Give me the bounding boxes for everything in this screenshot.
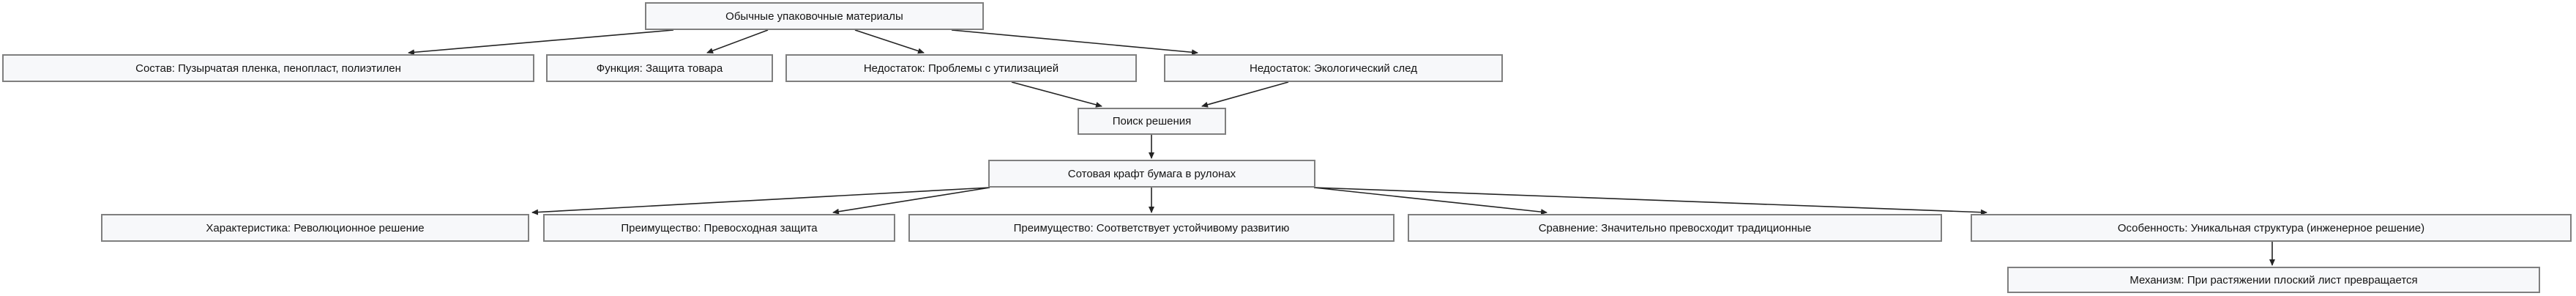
node-osobennost: Особенность: Уникальная структура (инжен… (1971, 214, 2572, 242)
edge-sotovaya-to-osobennost (1313, 187, 1987, 215)
node-mekhanizm: Механизм: При растяжении плоский лист пр… (2007, 267, 2540, 293)
node-nedostatok-eco: Недостаток: Экологический след (1164, 54, 1503, 82)
edge-materials-to-sostav (408, 29, 674, 56)
node-materials: Обычные упаковочные материалы (645, 2, 984, 30)
node-poisk: Поиск решения (1078, 108, 1226, 135)
node-preim-razvitie: Преимущество: Соответствует устойчивому … (908, 214, 1395, 242)
node-funkciya: Функция: Защита товара (546, 54, 773, 82)
node-kharakteristika: Характеристика: Революционное решение (101, 214, 529, 242)
edge-nedostatok-util-to-poisk (1011, 81, 1102, 108)
edge-sotovaya-to-sravnenie (1313, 187, 1548, 215)
node-sravnenie: Сравнение: Значительно превосходит тради… (1408, 214, 1942, 242)
edge-materials-to-funkciya (706, 29, 769, 53)
node-nedostatok-util: Недостаток: Проблемы с утилизацией (785, 54, 1137, 82)
node-sotovaya: Сотовая крафт бумага в рулонах (988, 160, 1315, 188)
edge-nedostatok-eco-to-poisk (1201, 81, 1289, 108)
edge-sotovaya-to-kharakteristika (531, 187, 990, 215)
edge-materials-to-nedostatok-eco (951, 29, 1198, 56)
node-sostav: Состав: Пузырчатая пленка, пенопласт, по… (2, 54, 534, 82)
edge-sotovaya-to-preim-zashchita (832, 187, 990, 215)
node-preim-zashchita: Преимущество: Превосходная защита (543, 214, 895, 242)
edge-materials-to-nedostatok-util (854, 29, 925, 54)
